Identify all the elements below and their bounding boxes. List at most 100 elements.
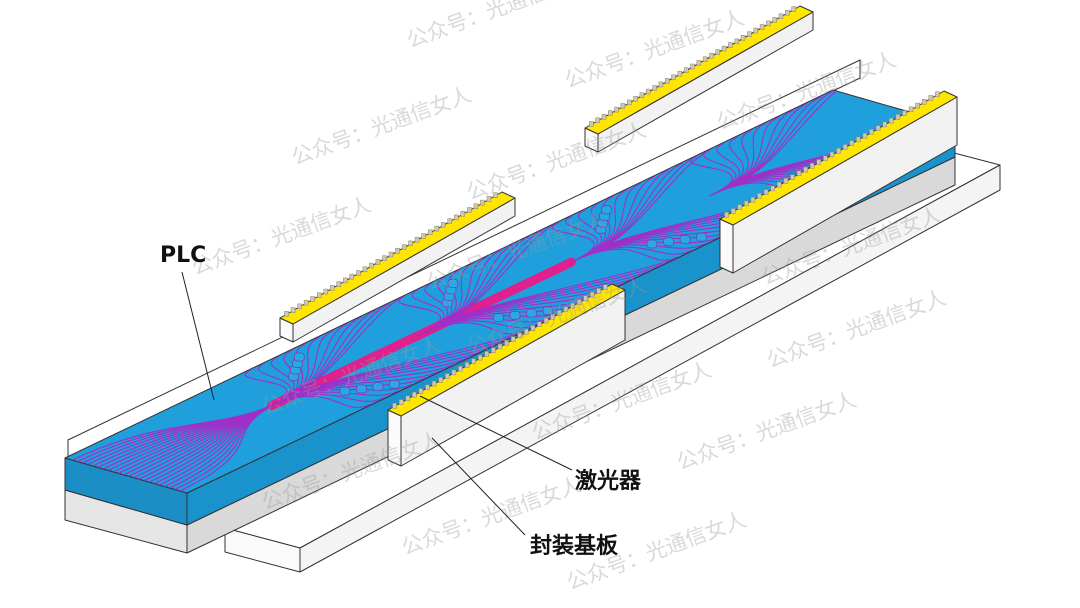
laser-emitter	[862, 132, 868, 139]
laser-emitter	[715, 49, 721, 55]
laser-emitter	[603, 284, 608, 290]
laser-emitter	[724, 211, 729, 218]
laser-emitter	[557, 310, 562, 316]
laser-emitter	[608, 110, 613, 116]
laser-emitter	[473, 203, 479, 210]
waveguide	[586, 189, 628, 256]
waveguide	[601, 156, 697, 248]
waveguide	[438, 249, 502, 326]
watermark: 公众号：光通信女人	[404, 0, 590, 53]
waveguide	[423, 282, 449, 334]
laser-emitter	[491, 347, 496, 353]
laser-emitter	[530, 325, 536, 331]
laser-emitter	[421, 233, 426, 239]
waveguide	[595, 169, 669, 251]
laser-emitter	[627, 99, 632, 106]
splitter-pad	[447, 278, 459, 288]
laser-emitter	[349, 273, 355, 280]
laser-emitter	[889, 117, 894, 124]
laser-emitter	[696, 60, 702, 66]
laser-emitter	[770, 185, 775, 192]
laser-emitter	[434, 225, 439, 232]
laser-emitter	[849, 140, 855, 146]
waveguide	[441, 242, 516, 325]
waveguide	[564, 215, 599, 262]
waveguide	[718, 136, 744, 192]
laser-emitter	[875, 125, 881, 131]
laser-emitter	[440, 222, 446, 228]
laser-emitter	[543, 317, 549, 324]
substrate-leader-line	[431, 437, 526, 536]
waveguide	[589, 182, 642, 254]
laser-emitter	[856, 136, 861, 143]
laser-emitter	[414, 236, 420, 243]
waveguide	[592, 175, 656, 253]
laser-emitter	[583, 295, 588, 302]
laser-emitter	[596, 288, 602, 294]
laser-emitter	[375, 259, 381, 265]
laser-emitter	[517, 332, 523, 339]
laser-emitter	[310, 296, 315, 302]
waveguide	[398, 295, 441, 337]
laser-emitter	[477, 354, 483, 361]
laser-emitter	[836, 147, 841, 154]
laser-emitter	[829, 151, 835, 158]
laser-emitter	[935, 91, 940, 98]
laser-bar-front-right	[719, 90, 958, 274]
laser-emitter	[783, 178, 789, 184]
laser-emitter	[734, 38, 740, 45]
laser-emitter	[497, 343, 503, 350]
waveguide	[269, 356, 295, 407]
waveguide	[291, 309, 376, 397]
laser-bar-front-left	[387, 283, 626, 467]
waveguide	[275, 342, 307, 404]
laser-emitter	[369, 262, 374, 269]
waveguide	[435, 256, 488, 328]
laser-end-face	[719, 218, 734, 274]
laser-emitter	[576, 299, 582, 305]
laser-emitter	[388, 251, 394, 258]
laser-emitter	[777, 181, 782, 188]
waveguide	[604, 149, 711, 247]
laser-emitter	[408, 240, 413, 247]
laser-emitter	[709, 52, 714, 59]
substrate-end-face	[224, 527, 301, 573]
laser-emitter	[537, 321, 542, 328]
waveguide	[721, 129, 752, 191]
waveguide	[244, 369, 288, 410]
laser-leader-line	[419, 395, 573, 471]
laser-emitter	[882, 121, 887, 128]
laser-emitter	[589, 121, 594, 127]
plc-label: PLC	[160, 243, 206, 268]
splitter-pad	[355, 384, 367, 394]
laser-emitter	[589, 291, 595, 298]
laser-emitter	[757, 193, 762, 199]
waveguide	[736, 96, 821, 184]
laser-emitter	[464, 362, 470, 368]
laser-emitter	[460, 210, 466, 217]
laser-emitter	[928, 95, 934, 101]
laser-emitter	[395, 248, 400, 254]
waveguide	[297, 296, 404, 394]
laser-label: 激光器	[575, 468, 642, 494]
waveguide	[703, 149, 737, 195]
laser-emitter	[721, 45, 727, 52]
laser-emitter	[398, 399, 404, 405]
laser-emitter	[645, 88, 651, 95]
laser-emitter	[690, 63, 695, 70]
laser-emitter	[702, 56, 708, 63]
laser-emitter	[451, 369, 457, 376]
laser-emitter	[895, 114, 901, 120]
waveguide	[279, 336, 321, 403]
laser-emitter	[480, 199, 485, 206]
splitter-pad	[372, 382, 384, 392]
laser-emitter	[486, 196, 492, 202]
laser-emitter	[290, 307, 296, 313]
waveguide	[179, 401, 281, 492]
laser-emitter	[915, 102, 920, 109]
laser-emitter	[284, 311, 289, 317]
laser-emitter	[316, 292, 322, 299]
splitter-pad	[646, 239, 658, 249]
waveguide	[444, 236, 530, 323]
laser-emitter	[747, 31, 752, 37]
